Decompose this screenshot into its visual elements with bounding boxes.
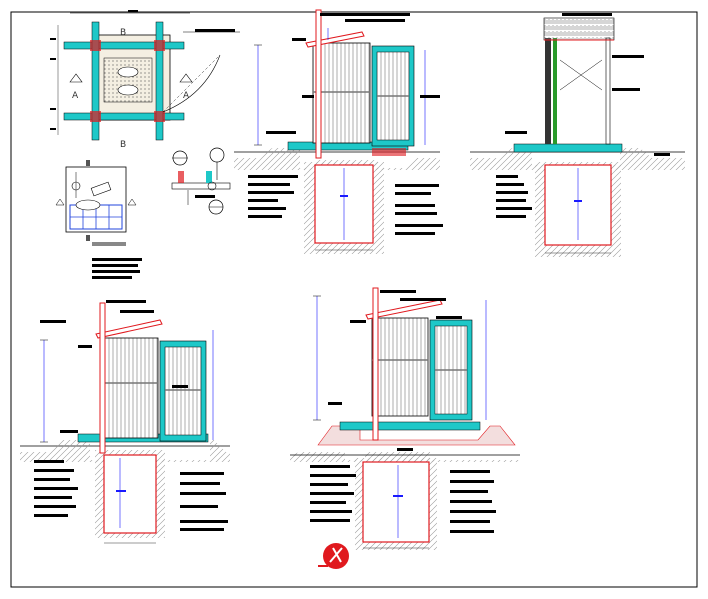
sheet-border bbox=[10, 11, 698, 588]
section-a-left-label: A bbox=[72, 91, 79, 101]
elevation-bottom-left bbox=[20, 300, 230, 544]
elevation-top-center bbox=[234, 9, 443, 254]
section-b-bottom-label: B bbox=[120, 140, 126, 150]
north-arrow-icon bbox=[318, 543, 349, 569]
floor-plan: A A B B bbox=[50, 10, 240, 150]
section-top-right bbox=[470, 13, 685, 257]
fixture-details bbox=[171, 147, 231, 215]
detail-plan bbox=[55, 160, 142, 279]
section-b-top-label: B bbox=[120, 28, 126, 38]
section-a-right-label: A bbox=[183, 91, 190, 101]
elevation-bottom-center bbox=[290, 287, 520, 550]
